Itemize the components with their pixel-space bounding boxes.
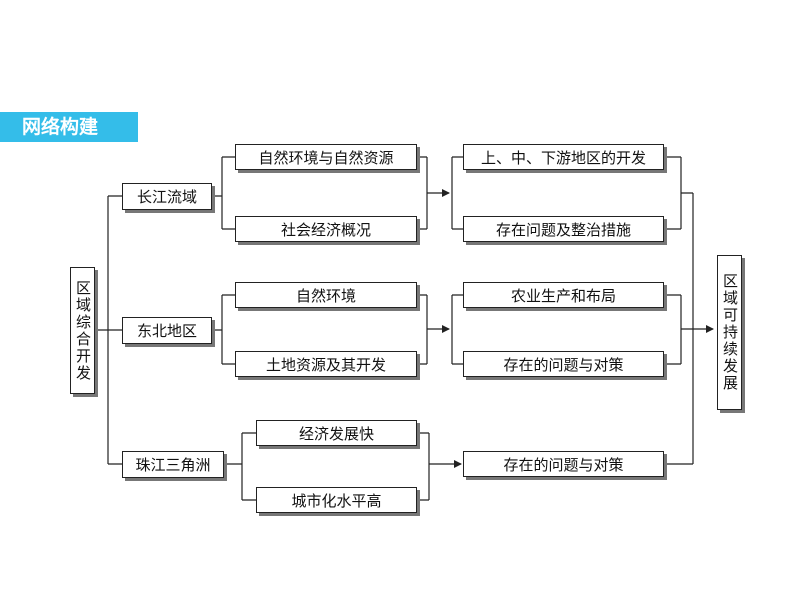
region1-outcome-close [664, 156, 682, 230]
region-node-changjiang: 长江流域 [122, 183, 212, 210]
target-node: 区域可持续发展 [717, 255, 742, 410]
topic-node: 自然环境与自然资源 [235, 144, 417, 170]
region1-topic-bracket [212, 156, 235, 230]
outcome-node: 存在问题及整治措施 [463, 216, 664, 242]
root-branch-line [94, 195, 122, 465]
region3-topic-bracket [224, 432, 256, 501]
region-node-dongbei: 东北地区 [122, 317, 212, 344]
outcome-node: 上、中、下游地区的开发 [463, 144, 664, 170]
region1-topic-close [417, 156, 428, 230]
region2-topic-bracket [212, 294, 235, 365]
region-node-zhujiang: 珠江三角洲 [122, 451, 224, 478]
topic-node: 土地资源及其开发 [235, 351, 417, 377]
region2-outcome-bracket [451, 294, 463, 365]
region1-outcome-bracket [451, 156, 463, 230]
topic-node: 经济发展快 [256, 420, 417, 446]
outcome-node: 农业生产和布局 [463, 282, 664, 308]
convergence-line [681, 192, 693, 330]
topic-node: 社会经济概况 [235, 216, 417, 242]
region2-topic-close [417, 294, 428, 365]
topic-node: 自然环境 [235, 282, 417, 308]
region2-outcome-close [664, 294, 682, 365]
region3-topic-close [417, 432, 430, 501]
root-node: 区域综合开发 [70, 267, 95, 394]
topic-node: 城市化水平高 [256, 487, 417, 513]
outcome-node: 存在的问题与对策 [463, 351, 664, 377]
header-title: 网络构建 [22, 116, 99, 138]
outcome-node: 存在的问题与对策 [463, 451, 664, 477]
header-banner [0, 112, 138, 142]
